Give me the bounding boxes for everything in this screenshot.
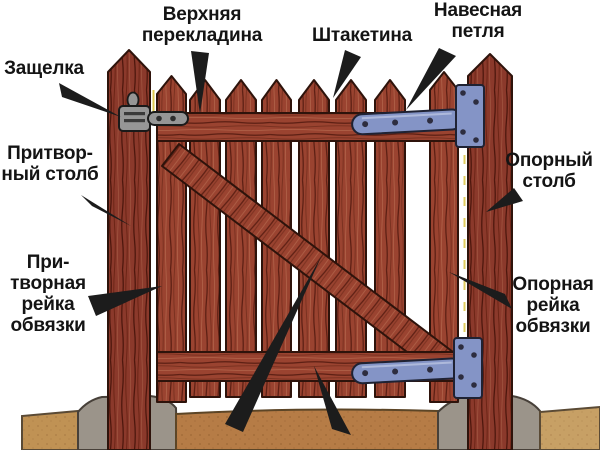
- label-latch-post: Притвор- ный столб: [1, 143, 99, 185]
- arrow-latch-post: [81, 195, 131, 226]
- top-hinge: [351, 84, 485, 148]
- arrow-latch-rail: [88, 286, 162, 316]
- label-latch: Защелка: [4, 58, 84, 79]
- arrow-hinge: [406, 48, 456, 110]
- arrow-support-post: [486, 188, 523, 212]
- label-support-rail: Опорная рейка обвязки: [512, 274, 594, 337]
- label-picket: Штакетина: [311, 25, 413, 46]
- latch: [118, 91, 189, 132]
- arrow-bottom-brace: [225, 257, 321, 432]
- arrow-picket: [333, 50, 361, 98]
- picket-5: [335, 79, 367, 398]
- label-hinge: Навесная петля: [433, 0, 523, 42]
- label-support-post: Опорный столб: [505, 150, 593, 192]
- arrow-bottom-crossbar: [314, 366, 351, 435]
- label-latch-rail: При- творная рейка обвязки: [10, 252, 86, 336]
- label-top-crossbar: Верхняя перекладина: [141, 4, 263, 46]
- bottom-hinge: [351, 337, 483, 399]
- arrow-top-crossbar: [191, 51, 209, 114]
- arrow-latch: [59, 83, 121, 117]
- arrow-support-rail: [449, 272, 512, 309]
- label-arrows: [59, 48, 523, 435]
- latch-post: [107, 49, 151, 450]
